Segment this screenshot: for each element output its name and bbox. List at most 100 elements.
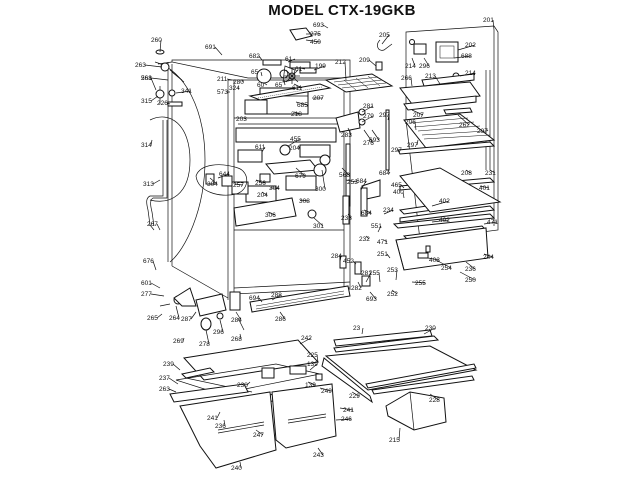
leader-line-297 (486, 129, 489, 132)
leader-line-611 (293, 83, 303, 89)
leader-line-300 (321, 169, 326, 190)
part-label-249: 249 (321, 388, 332, 395)
part-label-247: 247 (253, 432, 264, 439)
leader-line-278 (205, 329, 210, 345)
part-label-263: 263 (159, 386, 170, 393)
leader-line-688 (453, 55, 472, 59)
leader-line-253 (395, 269, 398, 281)
leader-line-684 (388, 171, 391, 174)
leader-line-199 (313, 65, 326, 71)
part-label-573: 573 (217, 89, 228, 96)
part-label-282: 282 (351, 285, 362, 292)
leader-line-691 (214, 46, 223, 56)
leader-line-207 (411, 109, 424, 116)
leader-line-306 (267, 211, 276, 216)
part-label-236: 236 (215, 423, 226, 430)
leader-line-281 (365, 272, 372, 283)
leader-line-250 (459, 271, 476, 281)
part-label-315: 315 (141, 98, 152, 105)
part-label-231: 231 (485, 170, 496, 177)
leader-line-255 (378, 272, 381, 283)
part-label-207: 207 (313, 95, 324, 102)
leader-line-240 (239, 461, 242, 469)
leader-line-568 (341, 167, 350, 176)
part-label-304: 304 (269, 185, 280, 192)
part-label-61: 61 (295, 66, 303, 73)
leader-line-241 (339, 407, 354, 411)
part-label-203: 203 (236, 116, 247, 123)
leader-line-214 (411, 57, 416, 67)
leader-line-296 (219, 319, 224, 333)
part-label-228: 228 (429, 397, 440, 404)
part-label-306: 306 (265, 212, 276, 219)
part-label-279: 279 (363, 113, 374, 120)
leader-line-679 (295, 167, 306, 177)
part-label-297: 297 (379, 112, 390, 119)
leader-line-205 (381, 34, 390, 45)
part-label-304: 304 (207, 181, 218, 188)
leader-line-213 (434, 75, 441, 85)
part-label-281: 281 (363, 103, 374, 110)
part-label-244: 244 (483, 254, 494, 261)
part-label-401: 401 (479, 185, 490, 192)
part-label-206: 206 (405, 119, 416, 126)
part-label-202: 202 (465, 42, 476, 49)
part-label-215: 215 (389, 437, 400, 444)
part-label-230: 230 (425, 325, 436, 332)
part-label-341: 341 (181, 88, 192, 95)
leader-line-206 (414, 121, 417, 131)
leader-line-209 (368, 59, 377, 67)
leader-line-239 (172, 363, 181, 371)
leader-line-236 (223, 419, 226, 427)
leader-line-225 (316, 354, 319, 363)
leader-line-684 (363, 209, 372, 214)
part-label-296: 296 (419, 63, 430, 70)
leader-line-301 (313, 217, 324, 227)
part-label-455: 455 (290, 136, 301, 143)
leader-line-233 (347, 213, 352, 219)
part-label-253: 253 (387, 267, 398, 274)
part-label-205: 205 (379, 32, 390, 39)
leader-line-296 (423, 57, 430, 67)
part-label-253: 253 (347, 179, 358, 186)
leader-line-139 (309, 363, 318, 371)
inset-callout (195, 164, 248, 196)
part-label-233: 233 (341, 215, 352, 222)
part-label-288: 288 (271, 292, 282, 299)
part-label-691: 691 (205, 44, 216, 51)
part-label-269: 269 (173, 338, 184, 345)
leader-line-276 (363, 129, 374, 144)
part-label-568: 568 (141, 75, 152, 82)
leader-line-61 (287, 58, 296, 63)
part-label-212: 212 (335, 59, 346, 66)
leader-line-244 (483, 253, 494, 258)
part-label-403: 403 (429, 257, 440, 264)
part-label-551: 551 (371, 223, 382, 230)
part-label-237: 237 (159, 375, 170, 382)
part-label-471: 471 (377, 239, 388, 246)
part-label-465: 465 (391, 182, 402, 189)
part-label-243: 243 (313, 452, 324, 459)
leader-line-204 (261, 191, 268, 196)
part-label-207: 207 (413, 112, 424, 119)
tubing (146, 86, 168, 231)
freezer-controls (244, 59, 332, 115)
part-label-229: 229 (349, 393, 360, 400)
fresh-food-shelves (342, 107, 502, 271)
part-label-242: 242 (301, 335, 312, 342)
leader-line-238 (246, 381, 251, 386)
leader-line-266 (410, 77, 413, 87)
part-label-204: 204 (257, 192, 268, 199)
leader-line-234 (383, 209, 394, 215)
leader-line-286 (279, 311, 286, 320)
leader-line-203 (243, 117, 247, 120)
part-label-693: 693 (366, 296, 377, 303)
part-label-684: 684 (379, 170, 390, 177)
leader-line-471 (483, 221, 498, 225)
leader-line-202 (457, 44, 476, 51)
part-label-201: 201 (483, 17, 494, 24)
leader-line-402 (431, 200, 450, 207)
part-label-284: 284 (331, 253, 342, 260)
part-label-297: 297 (407, 142, 418, 149)
leader-line-693 (369, 291, 377, 300)
